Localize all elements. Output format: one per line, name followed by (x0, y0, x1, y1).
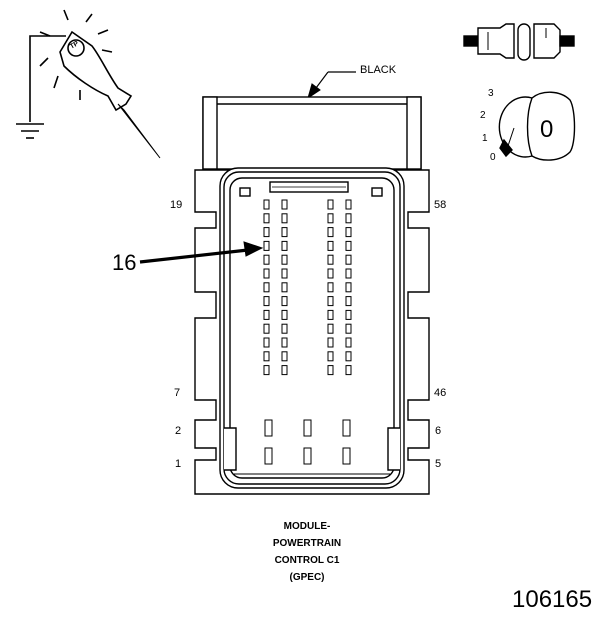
black-color-arrow (307, 71, 356, 100)
signal-pin (263, 199, 270, 210)
ignition-position-1: 1 (482, 133, 488, 144)
signal-pin (345, 309, 352, 320)
signal-pin (263, 351, 270, 362)
signal-pin (345, 227, 352, 238)
signal-pin (345, 254, 352, 265)
signal-pin (345, 323, 352, 334)
signal-pin (281, 309, 288, 320)
signal-pin (263, 213, 270, 224)
signal-pin (345, 337, 352, 348)
signal-pin (281, 323, 288, 334)
ignition-key-icon (498, 91, 576, 161)
signal-pin (281, 365, 288, 376)
signal-pin (263, 254, 270, 265)
pin-label-1: 1 (175, 458, 182, 470)
caption-line-3: CONTROL C1 (274, 555, 340, 566)
signal-pin (327, 365, 334, 376)
signal-pin (345, 268, 352, 279)
pin-label-6: 6 (435, 425, 442, 437)
signal-pin (327, 213, 334, 224)
power-pin (303, 447, 312, 465)
pin-label-19: 19 (170, 199, 183, 211)
wire-color-label: BLACK (360, 64, 397, 76)
signal-pin (263, 296, 270, 307)
signal-pin (345, 296, 352, 307)
signal-pin (281, 213, 288, 224)
signal-pin (263, 337, 270, 348)
ignition-position-3: 3 (488, 88, 494, 99)
signal-pin (345, 282, 352, 293)
callout-number: 16 (112, 250, 137, 275)
signal-pin (281, 337, 288, 348)
test-probe-ground-icon (16, 9, 161, 159)
signal-pin (281, 296, 288, 307)
signal-pin (327, 254, 334, 265)
signal-pin (281, 254, 288, 265)
signal-pin (281, 227, 288, 238)
signal-pin (327, 323, 334, 334)
signal-pin (327, 268, 334, 279)
signal-pin (345, 365, 352, 376)
signal-pin (327, 337, 334, 348)
signal-pin (281, 199, 288, 210)
pin-label-2: 2 (175, 425, 182, 437)
signal-pin (327, 351, 334, 362)
signal-pin (281, 268, 288, 279)
pin-terminals (263, 199, 352, 465)
figure-id: 106165 (512, 586, 593, 613)
connector-c1 (194, 96, 430, 495)
signal-pin (281, 351, 288, 362)
signal-pin (327, 282, 334, 293)
signal-pin (345, 351, 352, 362)
signal-pin (327, 296, 334, 307)
ignition-position-2: 2 (480, 110, 486, 121)
signal-pin (345, 240, 352, 251)
signal-pin (327, 309, 334, 320)
caption-line-4: (GPEC) (289, 572, 325, 583)
pin-label-46: 46 (434, 387, 447, 399)
signal-pin (327, 199, 334, 210)
power-pin (303, 419, 312, 437)
power-pin (264, 419, 273, 437)
signal-pin (263, 227, 270, 238)
power-pin (264, 447, 273, 465)
signal-pin (327, 240, 334, 251)
pin-label-58: 58 (434, 199, 447, 211)
signal-pin (345, 199, 352, 210)
power-pin (342, 419, 351, 437)
caption-line-1: MODULE- (283, 521, 331, 532)
signal-pin (263, 240, 270, 251)
signal-pin (345, 213, 352, 224)
ignition-position-0: 0 (490, 152, 496, 163)
power-pin (342, 447, 351, 465)
pin-label-5: 5 (435, 458, 442, 470)
signal-pin (281, 240, 288, 251)
disconnected-connector-icon (463, 23, 575, 61)
signal-pin (263, 323, 270, 334)
signal-pin (327, 227, 334, 238)
signal-pin (263, 365, 270, 376)
caption-line-2: POWERTRAIN (272, 538, 342, 549)
ignition-key-position: 0 (540, 116, 554, 143)
pin-16-callout-arrow (139, 241, 264, 264)
signal-pin (263, 282, 270, 293)
pin-label-7: 7 (174, 387, 181, 399)
signal-pin (281, 282, 288, 293)
signal-pin (263, 309, 270, 320)
signal-pin (263, 268, 270, 279)
connector-caption: MODULE- POWERTRAIN CONTROL C1 (GPEC) (252, 518, 362, 586)
